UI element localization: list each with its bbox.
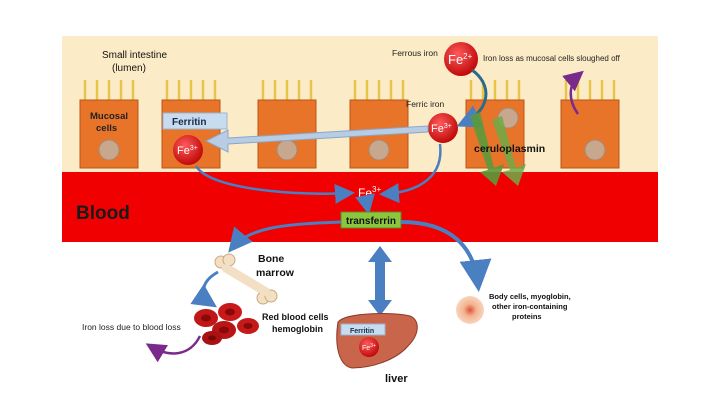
- blood-label: Blood: [76, 203, 130, 224]
- ceruloplasmin-arrow-1: [470, 112, 504, 186]
- ferrous-iron-label: Ferrous iron: [392, 48, 438, 58]
- ferric-iron-label: Ferric iron: [406, 99, 445, 109]
- blood-region: [62, 172, 658, 242]
- blood-loss-arrow: [145, 335, 202, 363]
- lumen-label: (lumen): [112, 63, 146, 74]
- fe2-ion-lumen: [444, 42, 478, 76]
- body-cells-label-2: other iron-containing: [492, 302, 568, 311]
- mucosal-cell-2: [161, 80, 221, 169]
- fe2-ion-lumen-label: Fe2+: [448, 52, 473, 67]
- transferrin-to-bone-arrow: [228, 220, 342, 253]
- liver-label: liver: [385, 373, 408, 385]
- ferric-to-blood-arrow: [379, 143, 442, 204]
- cells-label: cells: [96, 123, 117, 134]
- fe3-to-transferrin-arrow: [355, 193, 375, 215]
- mucosal-cell-6: [560, 80, 620, 169]
- fe3-ion-liver: [359, 337, 379, 357]
- cell-to-blood-arrow: [194, 165, 355, 204]
- body-cells-label-1: Body cells, myoglobin,: [489, 292, 571, 301]
- fe3-ion-cell: [173, 135, 203, 165]
- transferrin-to-body-cells-arrow: [400, 220, 492, 292]
- bone-to-rbc-arrow: [190, 270, 219, 308]
- ceruloplasmin-arrow-2: [492, 116, 526, 186]
- mucosal-cell-1: [79, 80, 139, 169]
- bone-label: Bone: [258, 253, 284, 265]
- fe3-ion-ferric-label: Fe3+: [431, 123, 452, 135]
- liver-icon: [336, 313, 418, 369]
- ferritin-label: Ferritin: [172, 117, 206, 128]
- liver-ferritin-label: Ferritin: [350, 328, 374, 335]
- small-intestine-label: Small intestine: [102, 50, 167, 61]
- marrow-label: marrow: [256, 267, 295, 279]
- transferrin-label: transferrin: [346, 216, 396, 227]
- bone-icon: [214, 253, 278, 305]
- fe3-ion-liver-label: Fe3+: [362, 343, 376, 352]
- hemoglobin-label: hemoglobin: [272, 324, 323, 334]
- ferritin-box: [162, 112, 228, 130]
- rbc-label: Red blood cells: [262, 312, 329, 322]
- fe3-ion-ferric: [428, 113, 458, 143]
- ceruloplasmin-label: ceruloplasmin: [474, 143, 545, 155]
- iron-loss-blood-label: Iron loss due to blood loss: [82, 322, 181, 332]
- sloughed-arrow: [562, 70, 584, 115]
- fe2-to-fe3-arrow: [456, 68, 488, 128]
- body-cells-label-3: proteins: [512, 312, 542, 321]
- ferric-to-ferritin-arrow: [204, 125, 429, 153]
- liver-ferritin-box: [340, 323, 386, 336]
- transferrin-liver-arrow: [368, 246, 392, 316]
- body-cell-icon: [456, 296, 484, 324]
- fe3-ion-cell-label: Fe3+: [177, 145, 198, 157]
- iron-loss-sloughed-label: Iron loss as mucosal cells sloughed off: [483, 54, 621, 63]
- red-blood-cells-icon: [194, 303, 259, 345]
- mucosal-label: Mucosal: [90, 111, 128, 122]
